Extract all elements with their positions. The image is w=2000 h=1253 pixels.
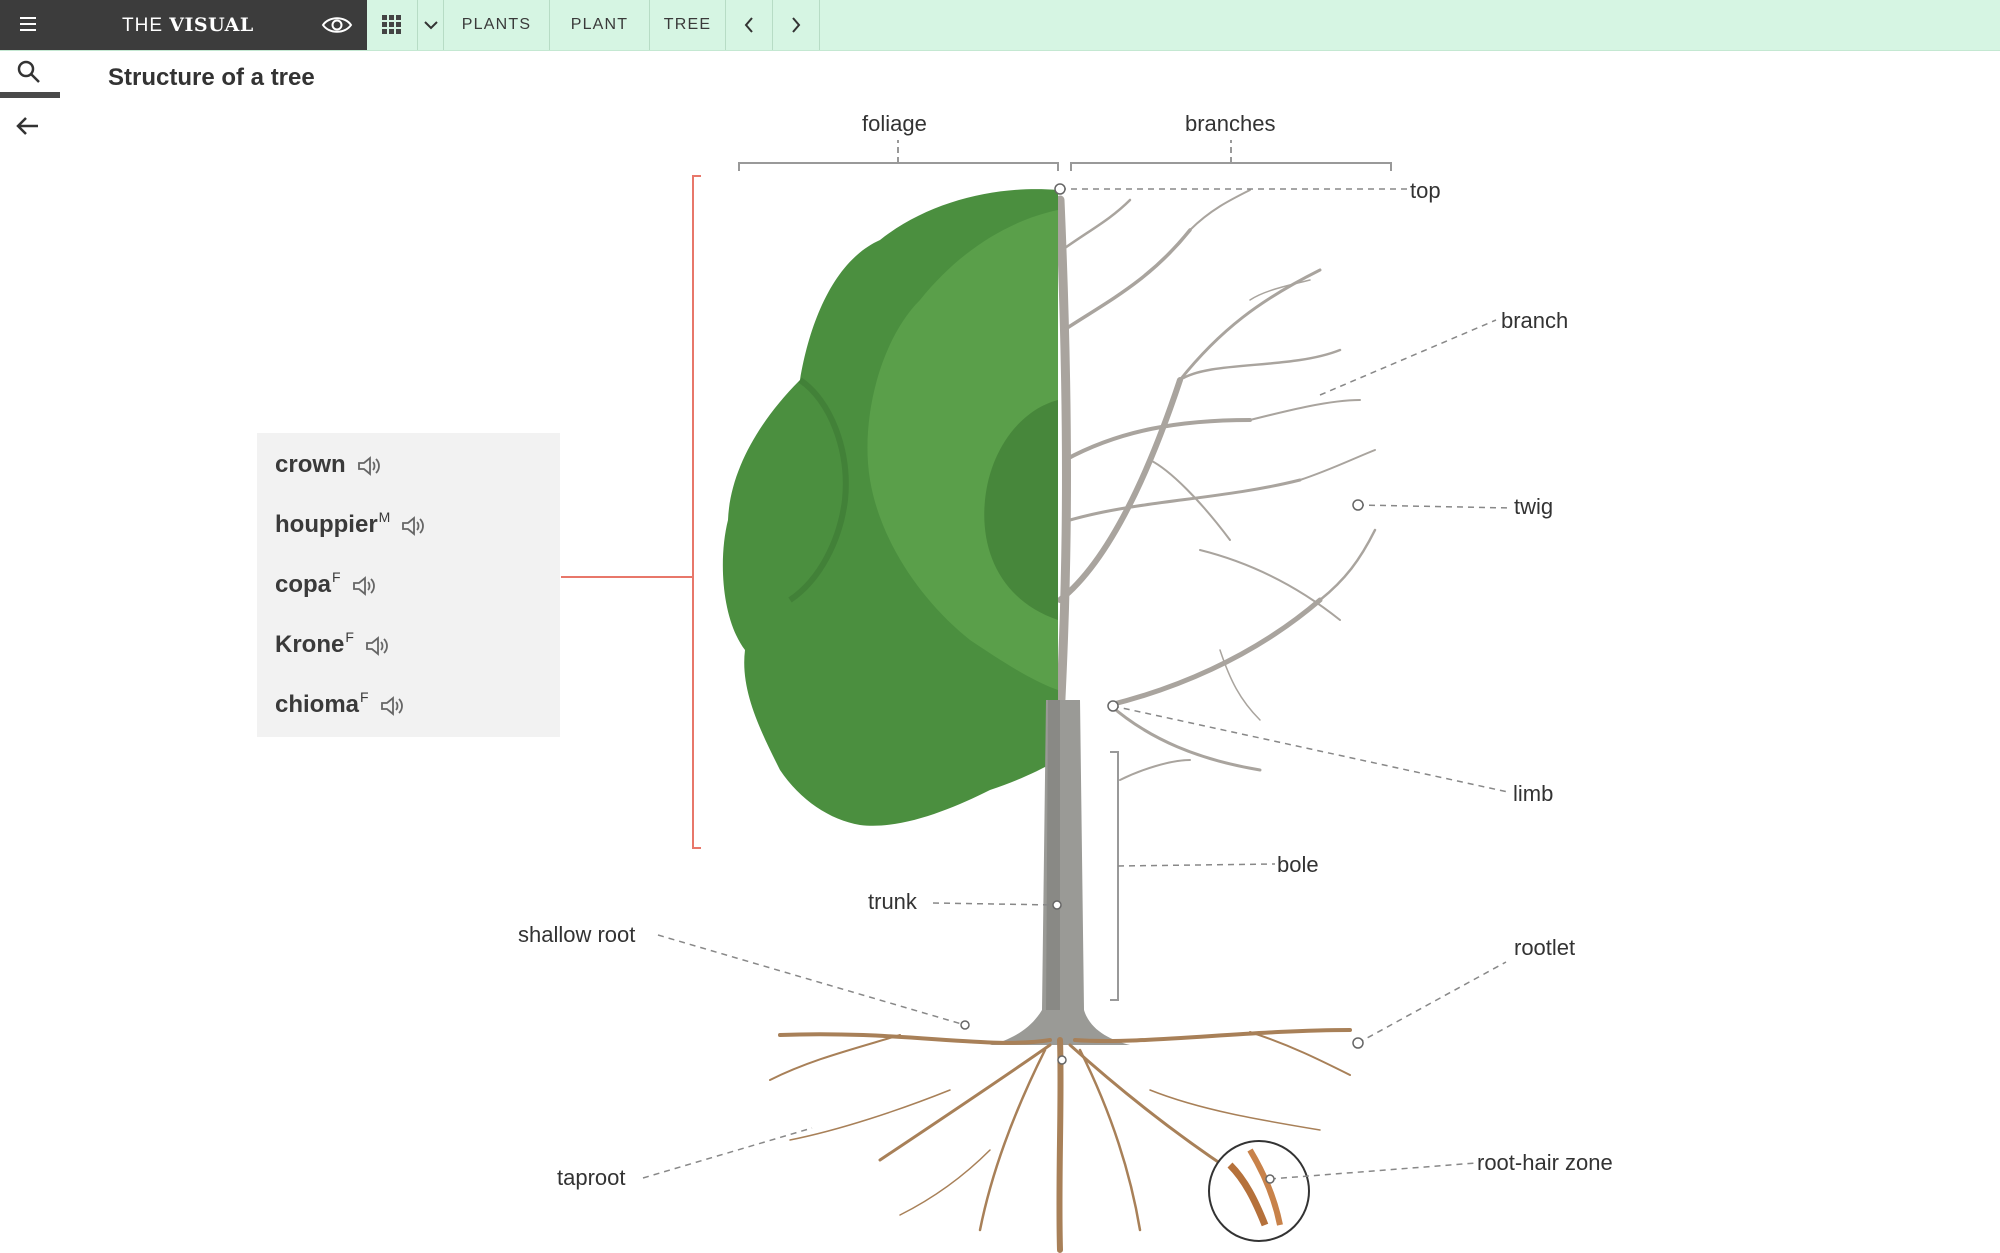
label-branches[interactable]: branches — [1185, 111, 1276, 136]
breadcrumb-plants[interactable]: PLANTS — [444, 0, 550, 50]
active-tab-indicator — [0, 92, 60, 98]
gender-marker: M — [378, 509, 391, 525]
term-word: copa — [275, 571, 332, 598]
gender-marker: F — [360, 689, 369, 705]
label-branch[interactable]: branch — [1501, 308, 1569, 333]
speaker-icon[interactable] — [400, 515, 426, 537]
hamburger-icon[interactable] — [16, 13, 40, 37]
brand-area: THE VISUAL — [0, 0, 367, 50]
speaker-icon[interactable] — [364, 635, 390, 657]
eye-icon[interactable] — [321, 13, 353, 37]
term-row: houppierM — [275, 509, 426, 539]
label-foliage[interactable]: foliage — [862, 111, 927, 136]
arrow-left-icon[interactable] — [12, 110, 44, 142]
label-limb[interactable]: limb — [1513, 781, 1554, 806]
crown-bracket — [561, 175, 701, 849]
foliage-canopy — [722, 189, 1058, 826]
foliage-bracket — [738, 140, 1059, 171]
grid-icon[interactable] — [367, 0, 418, 50]
chevron-down-icon[interactable] — [418, 0, 444, 50]
bole-bracket — [1110, 751, 1119, 1001]
search-icon — [17, 60, 40, 83]
label-taproot[interactable]: taproot — [557, 1165, 626, 1190]
term-word: houppier — [275, 511, 378, 538]
search-button[interactable] — [0, 51, 60, 98]
term-row: chiomaF — [275, 689, 405, 719]
label-top[interactable]: top — [1410, 178, 1441, 203]
label-twig[interactable]: twig — [1514, 494, 1554, 519]
label-bole[interactable]: bole — [1277, 852, 1319, 877]
label-rootlet[interactable]: rootlet — [1514, 935, 1576, 960]
app-logo[interactable]: THE VISUAL — [122, 14, 254, 36]
branches-bracket — [1070, 140, 1392, 171]
term-row: copaF — [275, 569, 377, 599]
gender-marker: F — [332, 569, 341, 585]
gender-marker: F — [345, 629, 354, 645]
term-row: crown — [275, 451, 382, 479]
label-shallow-root[interactable]: shallow root — [518, 922, 636, 947]
leader-lines — [642, 188, 1513, 1180]
trunk-shade — [1046, 700, 1060, 1010]
anchor-dots — [960, 183, 1364, 1184]
chevron-left-icon[interactable] — [726, 0, 773, 50]
bare-branches — [1053, 189, 1377, 781]
speaker-icon[interactable] — [356, 455, 382, 477]
speaker-icon[interactable] — [351, 575, 377, 597]
term-word: Krone — [275, 631, 345, 658]
page-title: Structure of a tree — [108, 64, 315, 91]
term-word: chioma — [275, 691, 360, 718]
speaker-icon[interactable] — [379, 695, 405, 717]
chevron-right-icon[interactable] — [773, 0, 820, 50]
breadcrumb-plant[interactable]: PLANT — [550, 0, 650, 50]
term-row: KroneF — [275, 629, 390, 659]
top-bar: THE VISUAL PLANTS PLANT TREE — [0, 0, 2000, 51]
translation-panel: crown houppierM copaF KroneF chiomaF — [257, 433, 560, 737]
label-root-hair-zone[interactable]: root-hair zone — [1477, 1150, 1613, 1175]
label-trunk[interactable]: trunk — [868, 889, 917, 914]
root-hair-magnifier — [1208, 1140, 1310, 1242]
breadcrumb-tree[interactable]: TREE — [650, 0, 726, 50]
term-word: crown — [275, 451, 346, 478]
